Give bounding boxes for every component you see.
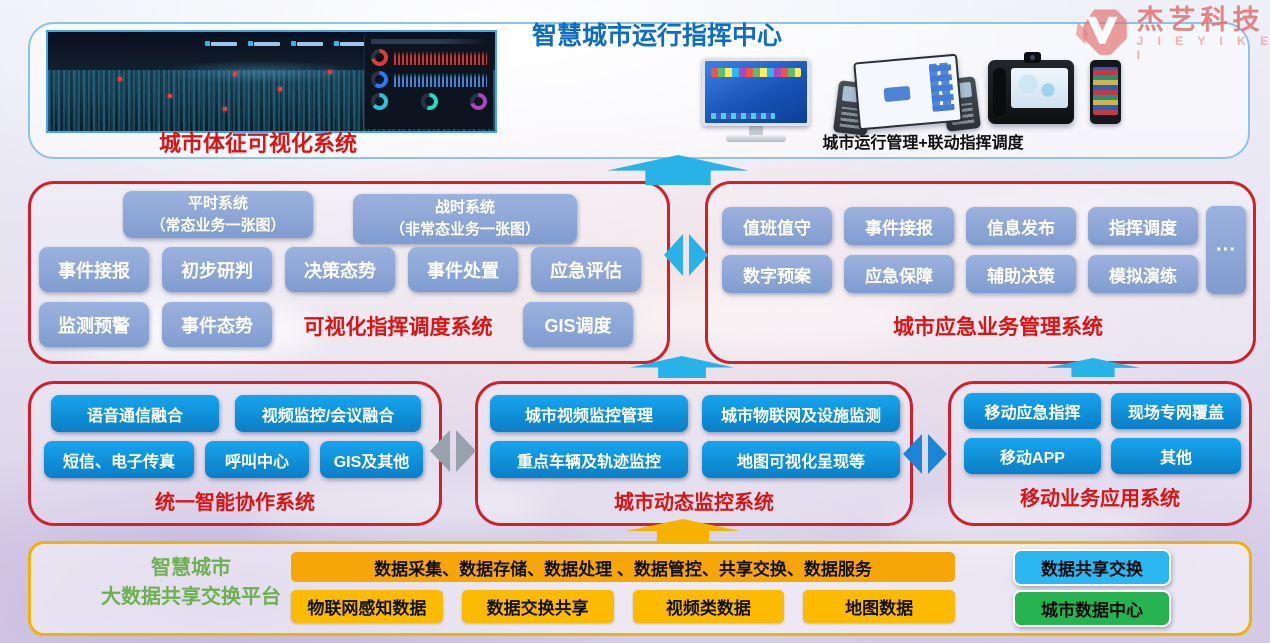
mode-normal-button[interactable]: 平时系统 （常态业务一张图） (123, 191, 313, 238)
city-visualization-screenshot (46, 30, 497, 133)
logo-name-en: J I E Y I K E J I (1136, 34, 1270, 63)
city-data-center-button[interactable]: 城市数据中心 (1013, 590, 1171, 627)
data-exchange-button[interactable]: 数据共享交换 (1013, 549, 1171, 586)
dispatch-button[interactable]: 事件接报 (39, 247, 149, 292)
gis-dispatch-button[interactable]: GIS调度 (523, 302, 633, 347)
emergency-button[interactable]: 数字预案 (722, 255, 832, 293)
emergency-row1: 值班值守事件接报信息发布指挥调度 (722, 207, 1198, 245)
monitor-device (702, 58, 810, 142)
smartphone-device (1090, 60, 1121, 124)
city-visualization-label: 城市体征可视化系统 (158, 131, 357, 156)
conference-terminal-device (832, 53, 982, 138)
data-source-button[interactable]: 数据交换共享 (461, 590, 614, 623)
company-logo: 杰艺科技 J I E Y I K E J I (1076, 3, 1270, 65)
mode-war-button[interactable]: 战时系统 （非常态业务一张图） (353, 194, 577, 244)
devices-label: 城市运行管理+联动指挥调度 (822, 135, 1024, 152)
double-arrow-monitoring-mobile (903, 434, 947, 474)
dispatch-row2: 监测预警事件态势 (39, 302, 272, 347)
section-monitoring: 城市视频监控管理城市物联网及设施监测 重点车辆及轨迹监控地图可视化呈现等 城市动… (475, 381, 913, 526)
data-source-button[interactable]: 物联网感知数据 (291, 590, 443, 623)
emergency-section-label: 城市应急业务管理系统 (893, 316, 1103, 339)
dispatch-button[interactable]: 事件态势 (162, 302, 272, 347)
emergency-button[interactable]: 值班值守 (722, 207, 832, 245)
bar-chart-icon (394, 72, 487, 87)
collaboration-section-label: 统一智能协作系统 (155, 491, 315, 514)
platform-title: 智慧城市 大数据共享交换平台 (101, 557, 281, 608)
emergency-row2: 数字预案应急保障辅助决策模拟演练 (722, 255, 1198, 293)
double-arrow-dispatch-emergency (664, 234, 708, 276)
emergency-button[interactable]: 信息发布 (966, 207, 1076, 245)
gauge-icon (371, 93, 388, 110)
collaboration-button[interactable]: 视频监控/会议融合 (235, 395, 421, 432)
mobile-row1: 移动应急指挥现场专网覆盖 (964, 393, 1241, 429)
command-center-panel (28, 22, 1250, 159)
section-dispatch: 平时系统 （常态业务一张图） 战时系统 （非常态业务一张图） 事件接报初步研判决… (28, 181, 670, 364)
monitoring-button[interactable]: 重点车辆及轨迹监控 (490, 441, 688, 478)
dispatch-button[interactable]: 应急评估 (531, 247, 641, 292)
section-data-platform: 智慧城市 大数据共享交换平台 数据采集、数据存储、数据处理 、数据管控、共享交换… (28, 541, 1252, 636)
mobile-button[interactable]: 其他 (1111, 438, 1241, 474)
collaboration-button[interactable]: 语音通信融合 (51, 395, 219, 432)
emergency-button[interactable]: 指挥调度 (1088, 207, 1198, 245)
video-phone-device (988, 52, 1074, 124)
emergency-button[interactable]: 应急保障 (844, 255, 954, 293)
data-source-button[interactable]: 地图数据 (803, 590, 955, 623)
mobile-button[interactable]: 现场专网覆盖 (1111, 393, 1241, 429)
dashboard-panel (364, 34, 493, 129)
dispatch-button[interactable]: 决策态势 (285, 247, 395, 292)
dispatch-button[interactable]: 初步研判 (162, 247, 272, 292)
monitoring-section-label: 城市动态监控系统 (614, 491, 774, 514)
collaboration-row1: 语音通信融合视频监控/会议融合 (51, 395, 421, 432)
monitoring-row1: 城市视频监控管理城市物联网及设施监测 (490, 395, 900, 432)
collaboration-button[interactable]: 短信、电子传真 (44, 441, 194, 478)
mobile-section-label: 移动业务应用系统 (1020, 487, 1180, 510)
emergency-button[interactable]: 事件接报 (844, 207, 954, 245)
double-arrow-collaboration-monitoring (430, 430, 476, 472)
monitoring-row2: 重点车辆及轨迹监控地图可视化呈现等 (490, 441, 900, 478)
gauge-icon (470, 93, 487, 110)
collaboration-button[interactable]: GIS及其他 (320, 441, 423, 478)
logo-v-icon (1076, 9, 1127, 55)
gauge-icon (371, 49, 388, 66)
bar-chart-icon (394, 50, 487, 65)
emergency-button[interactable]: 模拟演练 (1088, 255, 1198, 293)
section-mobile: 移动应急指挥现场专网覆盖 移动APP 其他 移动业务应用系统 (948, 381, 1252, 526)
dispatch-button[interactable]: 事件处置 (408, 247, 518, 292)
monitoring-button[interactable]: 地图可视化呈现等 (702, 441, 900, 478)
emergency-button[interactable]: 辅助决策 (966, 255, 1076, 293)
monitoring-button[interactable]: 城市物联网及设施监测 (702, 395, 900, 432)
mobile-button[interactable]: 移动APP (964, 438, 1101, 474)
page-title: 智慧城市运行指挥中心 (531, 22, 782, 50)
collaboration-button[interactable]: 呼叫中心 (205, 441, 309, 478)
mobile-button[interactable]: 移动应急指挥 (964, 393, 1101, 429)
city-glow (159, 59, 361, 85)
data-source-button[interactable]: 视频类数据 (632, 590, 785, 623)
platform-data-sources: 物联网感知数据数据交换共享视频类数据地图数据 (291, 590, 955, 623)
logo-name-cn: 杰艺科技 (1136, 4, 1265, 35)
collaboration-row2: 短信、电子传真呼叫中心 GIS及其他 (44, 441, 423, 478)
gauge-icon (371, 71, 388, 88)
more-button[interactable]: ··· (1206, 206, 1246, 294)
mobile-row2: 移动APP 其他 (964, 438, 1241, 474)
platform-banner: 数据采集、数据存储、数据处理 、数据管控、共享交换、数据服务 (291, 552, 955, 582)
dispatch-button[interactable]: 监测预警 (39, 302, 149, 347)
section-emergency: 值班值守事件接报信息发布指挥调度 数字预案应急保障辅助决策模拟演练 ··· 城市… (705, 181, 1256, 364)
section-collaboration: 语音通信融合视频监控/会议融合 短信、电子传真呼叫中心 GIS及其他 统一智能协作… (28, 381, 442, 526)
dispatch-row1: 事件接报初步研判决策态势事件处置应急评估 (39, 247, 641, 292)
dispatch-section-label: 可视化指挥调度系统 (303, 316, 493, 339)
gauge-icon (420, 93, 438, 110)
monitoring-button[interactable]: 城市视频监控管理 (490, 395, 688, 432)
